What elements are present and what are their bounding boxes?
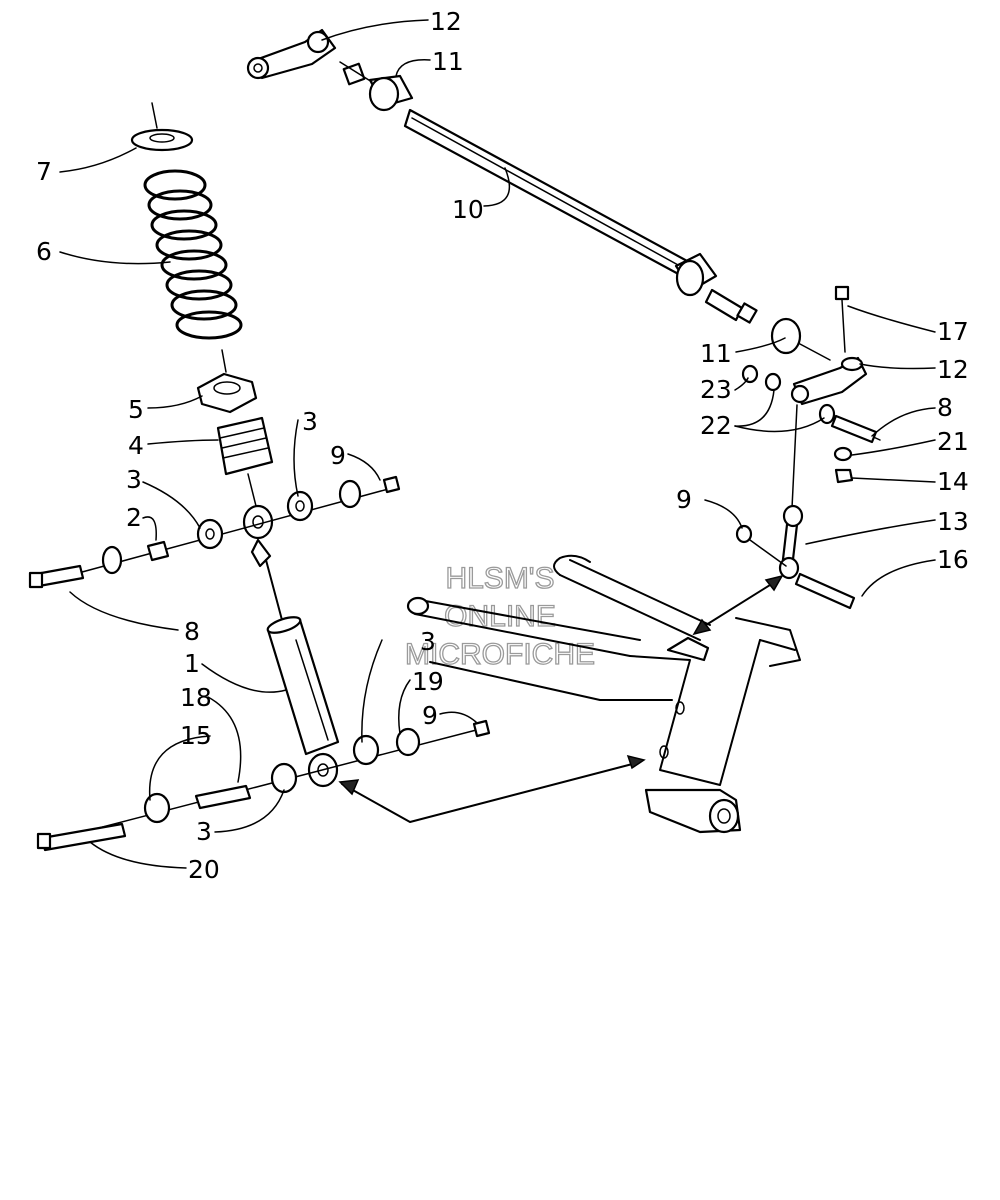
callout-17: 17 bbox=[937, 317, 969, 346]
callout-22: 22 bbox=[700, 411, 732, 440]
callout-14: 14 bbox=[937, 467, 969, 496]
callout-9-upper: 9 bbox=[330, 441, 346, 470]
callout-8-left: 8 bbox=[184, 617, 200, 646]
callout-9-lower: 9 bbox=[422, 701, 438, 730]
right-linkage-hardware bbox=[735, 285, 881, 610]
callout-11-top: 11 bbox=[432, 47, 464, 76]
callout-11-right: 11 bbox=[700, 339, 732, 368]
callout-12-top: 12 bbox=[430, 7, 462, 36]
shock-spring-assembly bbox=[130, 102, 340, 788]
spring-retainer bbox=[130, 128, 194, 152]
callout-3-upper-right: 3 bbox=[302, 407, 318, 436]
callout-20: 20 bbox=[188, 855, 220, 884]
callout-23: 23 bbox=[700, 375, 732, 404]
callout-1: 1 bbox=[184, 649, 200, 678]
watermark-line-2: ONLINE bbox=[444, 600, 556, 633]
rear-arm-frame bbox=[406, 554, 801, 834]
callout-16: 16 bbox=[937, 545, 969, 574]
assembly-arrows bbox=[338, 574, 784, 823]
stabilizer-arm-top bbox=[246, 28, 337, 80]
watermark-line-3: MICROFICHE bbox=[405, 638, 595, 671]
callout-7: 7 bbox=[36, 157, 52, 186]
callout-labels: 12 11 10 7 6 5 4 3 9 3 2 8 1 18 15 3 20 … bbox=[36, 7, 969, 884]
stabilizer-bar bbox=[339, 61, 831, 361]
callout-6: 6 bbox=[36, 237, 52, 266]
callout-8-right: 8 bbox=[937, 393, 953, 422]
callout-18: 18 bbox=[180, 683, 212, 712]
callout-10: 10 bbox=[452, 195, 484, 224]
callout-2: 2 bbox=[126, 503, 142, 532]
lower-mount-hardware bbox=[36, 719, 491, 852]
spring-adjuster bbox=[196, 372, 258, 414]
callout-3-lower-right: 3 bbox=[420, 627, 436, 656]
watermark: HLSM'S ONLINE MICROFICHE bbox=[404, 561, 595, 671]
watermark-line-1: HLSM'S bbox=[445, 562, 554, 595]
callout-3-lower-left: 3 bbox=[196, 817, 212, 846]
callout-15: 15 bbox=[180, 721, 212, 750]
upper-mount-hardware bbox=[28, 475, 401, 589]
jounce-bumper bbox=[216, 416, 274, 476]
callout-9-right: 9 bbox=[676, 485, 692, 514]
callout-3-upper-left: 3 bbox=[126, 465, 142, 494]
callout-5: 5 bbox=[128, 395, 144, 424]
callout-12-right: 12 bbox=[937, 355, 969, 384]
callout-4: 4 bbox=[128, 431, 144, 460]
callout-13: 13 bbox=[937, 507, 969, 536]
shock-absorber-body bbox=[266, 618, 340, 756]
coil-spring bbox=[143, 169, 243, 340]
callout-leaders bbox=[59, 19, 936, 869]
callout-19: 19 bbox=[412, 667, 444, 696]
callout-21: 21 bbox=[937, 427, 969, 456]
